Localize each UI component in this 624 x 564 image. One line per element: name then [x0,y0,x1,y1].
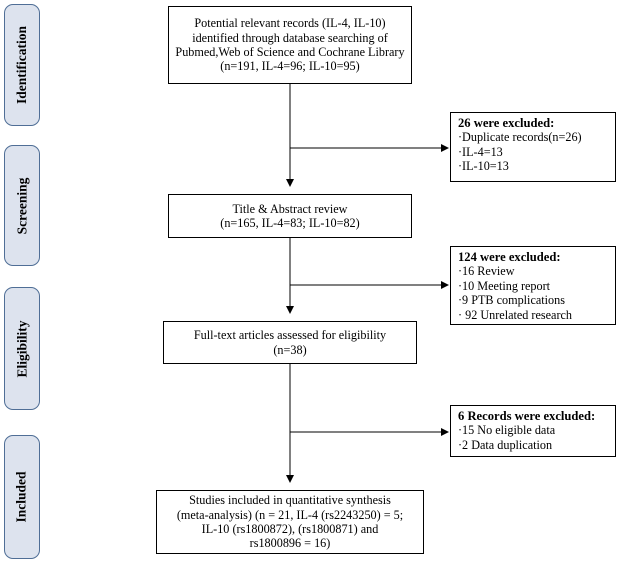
identification-box: Potential relevant records (IL-4, IL-10)… [168,6,412,84]
included-line-2: (meta-analysis) (n = 21, IL-4 (rs2243250… [176,507,404,522]
identification-line-2: identified through database searching of [192,30,388,45]
included-box: Studies included in quantitative synthes… [156,490,424,554]
exclusion-box-first: 26 were excluded: ·Duplicate records(n=2… [450,112,616,182]
exclusion-first-item: ·IL-10=13 [458,159,509,174]
stage-identification: Identification [4,4,40,126]
exclusion-box-second: 124 were excluded: ·16 Review ·10 Meetin… [450,246,616,325]
included-line-1: Studies included in quantitative synthes… [189,493,391,508]
eligibility-line-2: (n=38) [273,342,307,357]
included-line-4: rs1800896 = 16) [249,536,331,551]
included-line-3: IL-10 (rs1800872), (rs1800871) and [201,522,379,536]
screening-box: Title & Abstract review (n=165, IL-4=83;… [168,194,412,238]
exclusion-first-item: ·Duplicate records(n=26) [458,130,582,145]
exclusion-first-item: ·IL-4=13 [458,144,503,159]
eligibility-line-1: Full-text articles assessed for eligibil… [193,328,387,343]
exclusion-box-third: 6 Records were excluded: ·15 No eligible… [450,405,616,457]
exclusion-second-heading: 124 were excluded: [458,250,561,264]
exclusion-second-item: · 92 Unrelated research [458,307,573,322]
exclusion-third-item: ·2 Data duplication [458,437,553,452]
stage-screening: Screening [4,145,40,266]
screening-line-2: (n=165, IL-4=83; IL-10=82) [220,216,360,230]
eligibility-box: Full-text articles assessed for eligibil… [163,321,417,364]
exclusion-third-item: ·15 No eligible data [458,423,556,438]
screening-line-1: Title & Abstract review [232,201,348,216]
stage-eligibility: Eligibility [4,287,40,410]
identification-line-3: Pubmed,Web of Science and Cochrane Libra… [175,45,405,59]
exclusion-second-item: ·10 Meeting report [458,278,551,293]
exclusion-third-heading: 6 Records were excluded: [458,409,596,423]
exclusion-second-item: ·9 PTB complications [458,293,565,308]
identification-line-4: (n=191, IL-4=96; IL-10=95) [220,59,360,74]
stage-included: Included [4,435,40,559]
identification-line-1: Potential relevant records (IL-4, IL-10) [194,16,386,31]
exclusion-first-heading: 26 were excluded: [458,116,555,130]
exclusion-second-item: ·16 Review [458,264,515,279]
